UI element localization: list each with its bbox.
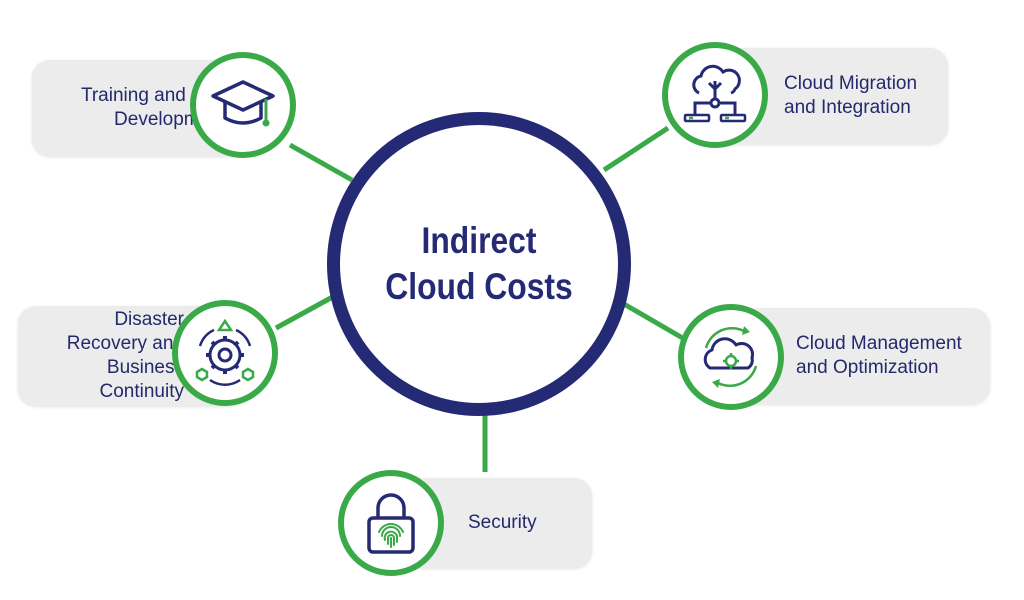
hub-title: Indirect Cloud Costs [385,220,573,307]
connector-migration [602,125,670,173]
central-hub: Indirect Cloud Costs [327,112,631,416]
connector-management [622,301,688,343]
node-management-circle [678,304,784,410]
graduation-cap-icon [211,80,275,127]
node-disaster-circle [172,300,278,406]
node-migration-circle [662,42,768,148]
node-management-label: Cloud Management and Optimization [796,333,962,378]
gear-cycle-icon [195,318,255,387]
connector-disaster [274,291,340,331]
cloud-network-icon [683,64,747,123]
fingerprint-lock-icon [367,493,415,554]
node-security-label: Security [468,512,537,533]
node-security-circle [338,470,444,576]
cloud-sync-icon [703,326,758,388]
node-migration-label: Cloud Migration and Integration [784,73,918,118]
connector-training [288,142,354,183]
node-disaster-label: Disaster Recovery and Business Continuit… [66,309,184,402]
node-training-circle [190,52,296,158]
